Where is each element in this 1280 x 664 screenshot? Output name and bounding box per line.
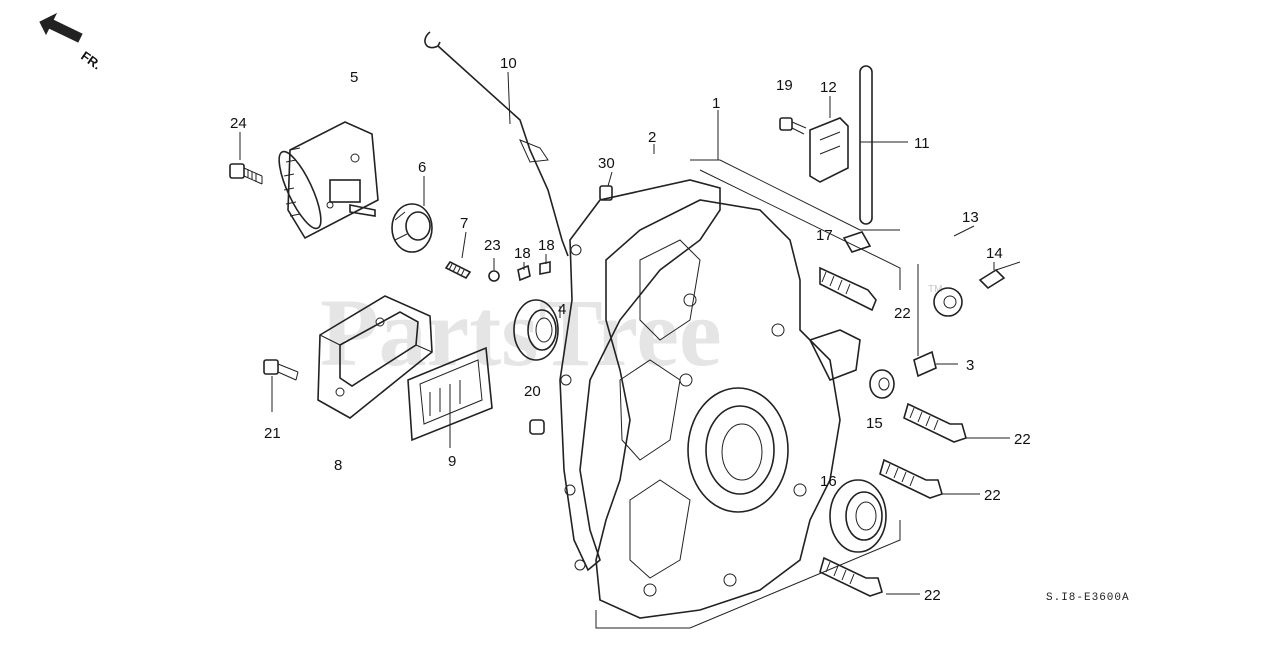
- callout-3: 3: [966, 357, 974, 374]
- callout-1: 1: [712, 95, 720, 112]
- callout-8: 8: [334, 457, 342, 474]
- callout-6: 6: [418, 159, 426, 176]
- nut-13-part: [933, 287, 963, 317]
- callout-18b: 18: [538, 237, 555, 254]
- bolt-17-part: [819, 231, 877, 312]
- callout-20: 20: [524, 383, 541, 400]
- callout-22a: 22: [894, 305, 911, 322]
- rod-11-part: [859, 65, 873, 225]
- bolt-21-part: [263, 359, 299, 381]
- callout-30: 30: [598, 155, 615, 172]
- bolt-22-part: [819, 556, 883, 597]
- oil-seal-16-part: [829, 479, 887, 553]
- gasket-9-part: [407, 346, 493, 442]
- callout-22b: 22: [1014, 431, 1031, 448]
- bolt-19-part: [779, 117, 807, 135]
- dipstick-10-part: [424, 31, 569, 257]
- callout-2: 2: [648, 129, 656, 146]
- callout-15: 15: [866, 415, 883, 432]
- callout-16: 16: [820, 473, 837, 490]
- front-direction-arrow-icon: [39, 12, 83, 43]
- bolt-24-part: [229, 163, 263, 185]
- callout-17: 17: [816, 227, 833, 244]
- plug-20-part: [529, 419, 545, 435]
- oil-seal-4-part: [513, 299, 559, 361]
- breather-cover-8-part: [317, 295, 433, 419]
- diagram-code: S.I8-E3600A: [1046, 592, 1130, 604]
- callout-5: 5: [350, 69, 358, 86]
- bolt-22-part: [903, 402, 967, 443]
- callout-23: 23: [484, 237, 501, 254]
- clip-18-part: [517, 261, 551, 282]
- callout-18a: 18: [514, 245, 531, 262]
- crankcase-cover-1-part: [559, 159, 901, 629]
- dowel-3-part: [913, 350, 937, 378]
- direction-label: FR.: [78, 48, 104, 72]
- plug-30-part: [599, 185, 613, 201]
- bolt-22-part: [879, 458, 943, 499]
- callout-19: 19: [776, 77, 793, 94]
- callout-21: 21: [264, 425, 281, 442]
- callout-10: 10: [500, 55, 517, 72]
- governor-gear-5-part: [278, 121, 379, 240]
- callout-14: 14: [986, 245, 1003, 262]
- callout-9: 9: [448, 453, 456, 470]
- callout-12: 12: [820, 79, 837, 96]
- callout-11: 11: [914, 135, 930, 152]
- callout-22d: 22: [924, 587, 941, 604]
- callout-7: 7: [460, 215, 468, 232]
- callout-13: 13: [962, 209, 979, 226]
- washer-15-part: [869, 369, 895, 399]
- ball-23-part: [488, 270, 500, 282]
- pin-7-part: [444, 260, 472, 280]
- collar-6-part: [391, 203, 433, 253]
- watermark-text: PartsTree: [320, 279, 722, 386]
- watermark-trademark: TM: [928, 284, 942, 295]
- callout-22c: 22: [984, 487, 1001, 504]
- callout-24: 24: [230, 115, 247, 132]
- leader-lines: [239, 71, 1010, 595]
- fitting-14-part: [978, 261, 1021, 290]
- bracket-12-part: [809, 117, 849, 183]
- callout-4: 4: [558, 301, 566, 318]
